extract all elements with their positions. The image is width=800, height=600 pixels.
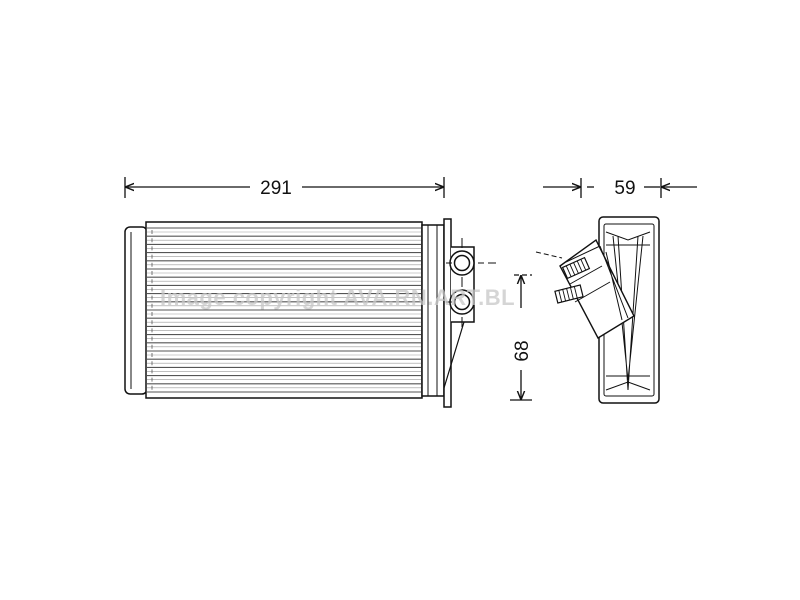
- depth-dimension: [543, 178, 697, 198]
- mounting-flange: [443, 218, 452, 408]
- pipe-centerlines: [446, 238, 496, 327]
- right-header: [421, 224, 445, 397]
- core-fins: [147, 227, 421, 393]
- left-end-tank: [124, 226, 148, 395]
- depth-dimension-label: 59: [614, 178, 635, 199]
- pipe-fitting-lower: [554, 284, 584, 304]
- front-view: [124, 218, 496, 408]
- projection-line: [535, 251, 563, 259]
- upper-pipe: [449, 250, 475, 276]
- width-dimension: [124, 177, 445, 198]
- width-dimension-label: 291: [260, 178, 292, 199]
- watermark-text: Image copyright AVA.RN.ART.BL: [160, 285, 515, 310]
- side-view: [535, 216, 660, 404]
- pipe-spacing-dimension: [510, 274, 532, 401]
- pipe-spacing-label: 68: [512, 340, 533, 361]
